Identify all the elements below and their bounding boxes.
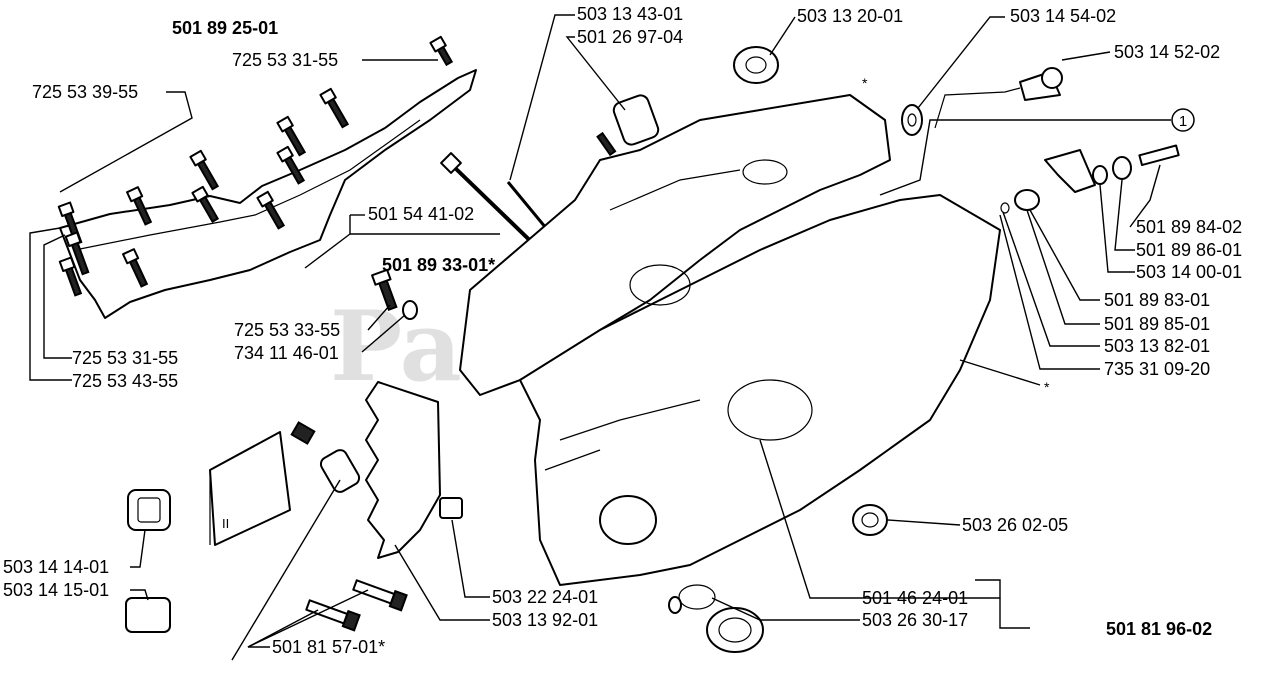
label-503-26-30-17: 503 26 30-17 <box>862 610 968 630</box>
leader-lines <box>29 14 1171 661</box>
star-mark-top: * <box>862 75 868 91</box>
svg-text:1: 1 <box>1179 113 1187 130</box>
star-mark-right: * <box>1044 379 1050 395</box>
label-735-31-09-20: 735 31 09-20 <box>1104 359 1210 379</box>
screw-set-left <box>57 35 454 297</box>
rubber-buffer-2 <box>125 597 171 633</box>
label-725-53-31-55-bottom: 725 53 31-55 <box>72 348 178 368</box>
crankcase-lower <box>519 194 1001 586</box>
label-725-53-43-55: 725 53 43-55 <box>72 371 178 391</box>
label-734-11-46-01: 734 11 46-01 <box>234 343 339 363</box>
svg-text:II: II <box>222 516 229 531</box>
label-501-89-83-01: 501 89 83-01 <box>1104 290 1210 310</box>
label-501-26-97-04: 501 26 97-04 <box>577 27 683 47</box>
label-503-13-20-01: 503 13 20-01 <box>797 6 903 26</box>
label-503-14-15-01: 503 14 15-01 <box>3 580 109 600</box>
label-725-53-31-55-top: 725 53 31-55 <box>232 50 338 70</box>
choke-rod <box>934 67 1063 129</box>
label-503-13-82-01: 503 13 82-01 <box>1104 336 1210 356</box>
label-725-53-39-55: 725 53 39-55 <box>32 82 138 102</box>
label-725-53-33-55: 725 53 33-55 <box>234 320 340 340</box>
label-501-89-85-01: 501 89 85-01 <box>1104 314 1210 334</box>
sleeve-part <box>596 94 660 157</box>
spacer-sleeve <box>290 421 361 493</box>
label-503-26-02-05: 503 26 02-05 <box>962 515 1068 535</box>
label-501-81-57-01: 501 81 57-01* <box>272 637 385 657</box>
label-503-22-24-01: 503 22 24-01 <box>492 587 598 607</box>
label-501-46-24-01: 501 46 24-01 <box>862 588 968 608</box>
bolts-bottom <box>305 579 408 632</box>
oring-and-cap <box>668 584 764 653</box>
label-503-14-52-02: 503 14 52-02 <box>1114 42 1220 62</box>
label-503-13-43-01: 503 13 43-01 <box>577 4 683 24</box>
chain-catcher-plate: II <box>209 431 291 546</box>
label-501-89-86-01: 501 89 86-01 <box>1136 240 1242 260</box>
bearing-seal <box>733 46 779 84</box>
small-bolt-mid <box>371 268 418 320</box>
label-503-14-00-01: 503 14 00-01 <box>1136 262 1242 282</box>
label-501-89-33-01: 501 89 33-01* <box>382 255 495 275</box>
spike-bumper <box>365 381 441 559</box>
label-503-13-92-01: 503 13 92-01 <box>492 610 598 630</box>
seal-right <box>852 504 888 536</box>
assembly-label-top: 501 89 25-01 <box>172 18 278 38</box>
ring-right <box>901 104 923 136</box>
part-labels: 501 89 25-01 725 53 31-55 725 53 39-55 7… <box>3 4 1242 657</box>
label-501-89-84-02: 501 89 84-02 <box>1136 217 1242 237</box>
label-503-14-54-02: 503 14 54-02 <box>1010 6 1116 26</box>
callout-circle-1: 1 <box>1171 108 1195 132</box>
label-503-14-14-01: 503 14 14-01 <box>3 557 109 577</box>
label-501-54-41-02: 501 54 41-02 <box>368 204 474 224</box>
rubber-buffer-1 <box>127 489 171 531</box>
nut-small <box>439 497 463 519</box>
right-small-parts <box>1000 144 1180 214</box>
assembly-label-bottom: 501 81 96-02 <box>1106 619 1212 639</box>
